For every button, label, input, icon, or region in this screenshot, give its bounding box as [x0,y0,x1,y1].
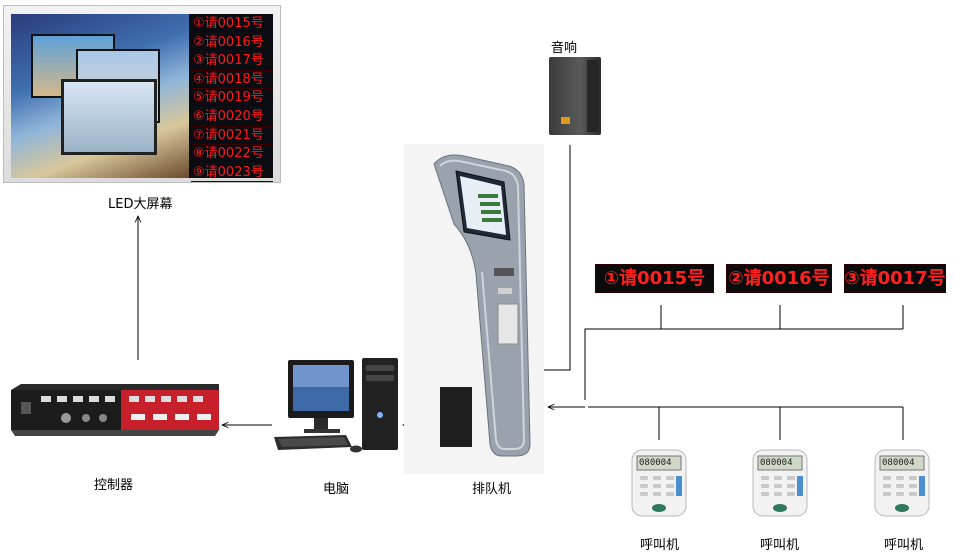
kiosk-illustration [433,154,531,457]
led-sign: ②请0016号 [726,264,832,293]
controller-icon [11,384,219,436]
pager-label: 呼叫机 [760,538,800,553]
pager-icon: 080004 [628,448,690,518]
led-row: ⑧请0022号 [191,145,273,164]
computer-illustration [274,358,398,453]
pager-display: 080004 [639,458,672,468]
pager-icon: 080004 [871,448,933,518]
pager-display: 080004 [882,458,915,468]
led-big-screen: ①请0015号 ②请0016号 ③请0017号 ④请0018号 ⑤请0019号 … [3,5,281,183]
speaker-icon [549,57,601,135]
pager-icon: 080004 [749,448,811,518]
led-row: ⑥请0020号 [191,108,273,127]
led-panel: ①请0015号 ②请0016号 ③请0017号 ④请0018号 ⑤请0019号 … [11,14,273,183]
pager-label: 呼叫机 [640,538,680,553]
led-queue-list: ①请0015号 ②请0016号 ③请0017号 ④请0018号 ⑤请0019号 … [191,15,273,183]
queue-kiosk [404,144,544,474]
photo-3 [61,79,157,155]
led-photo-collage [11,14,189,178]
pager-label: 呼叫机 [884,538,924,553]
led-sign: ③请0017号 [844,264,946,293]
led-row: ①请0015号 [191,15,273,34]
controller-label: 控制器 [94,478,134,493]
speaker-label: 音响 [551,41,578,56]
kiosk-label: 排队机 [472,482,512,497]
signs-bus [584,328,903,400]
computer-label: 电脑 [323,482,350,497]
controller-illustration [11,384,219,436]
led-row: ②请0016号 [191,34,273,53]
led-sign: ①请0015号 [595,264,714,293]
led-row: ⑨请0023号 [191,164,273,183]
led-screen-label: LED大屏幕 [108,197,173,212]
led-row: ③请0017号 [191,52,273,71]
led-row: ⑤请0019号 [191,89,273,108]
led-row: ⑦请0021号 [191,127,273,146]
led-row: ④请0018号 [191,71,273,90]
computer-icon [272,355,400,460]
pager-display: 080004 [760,458,793,468]
